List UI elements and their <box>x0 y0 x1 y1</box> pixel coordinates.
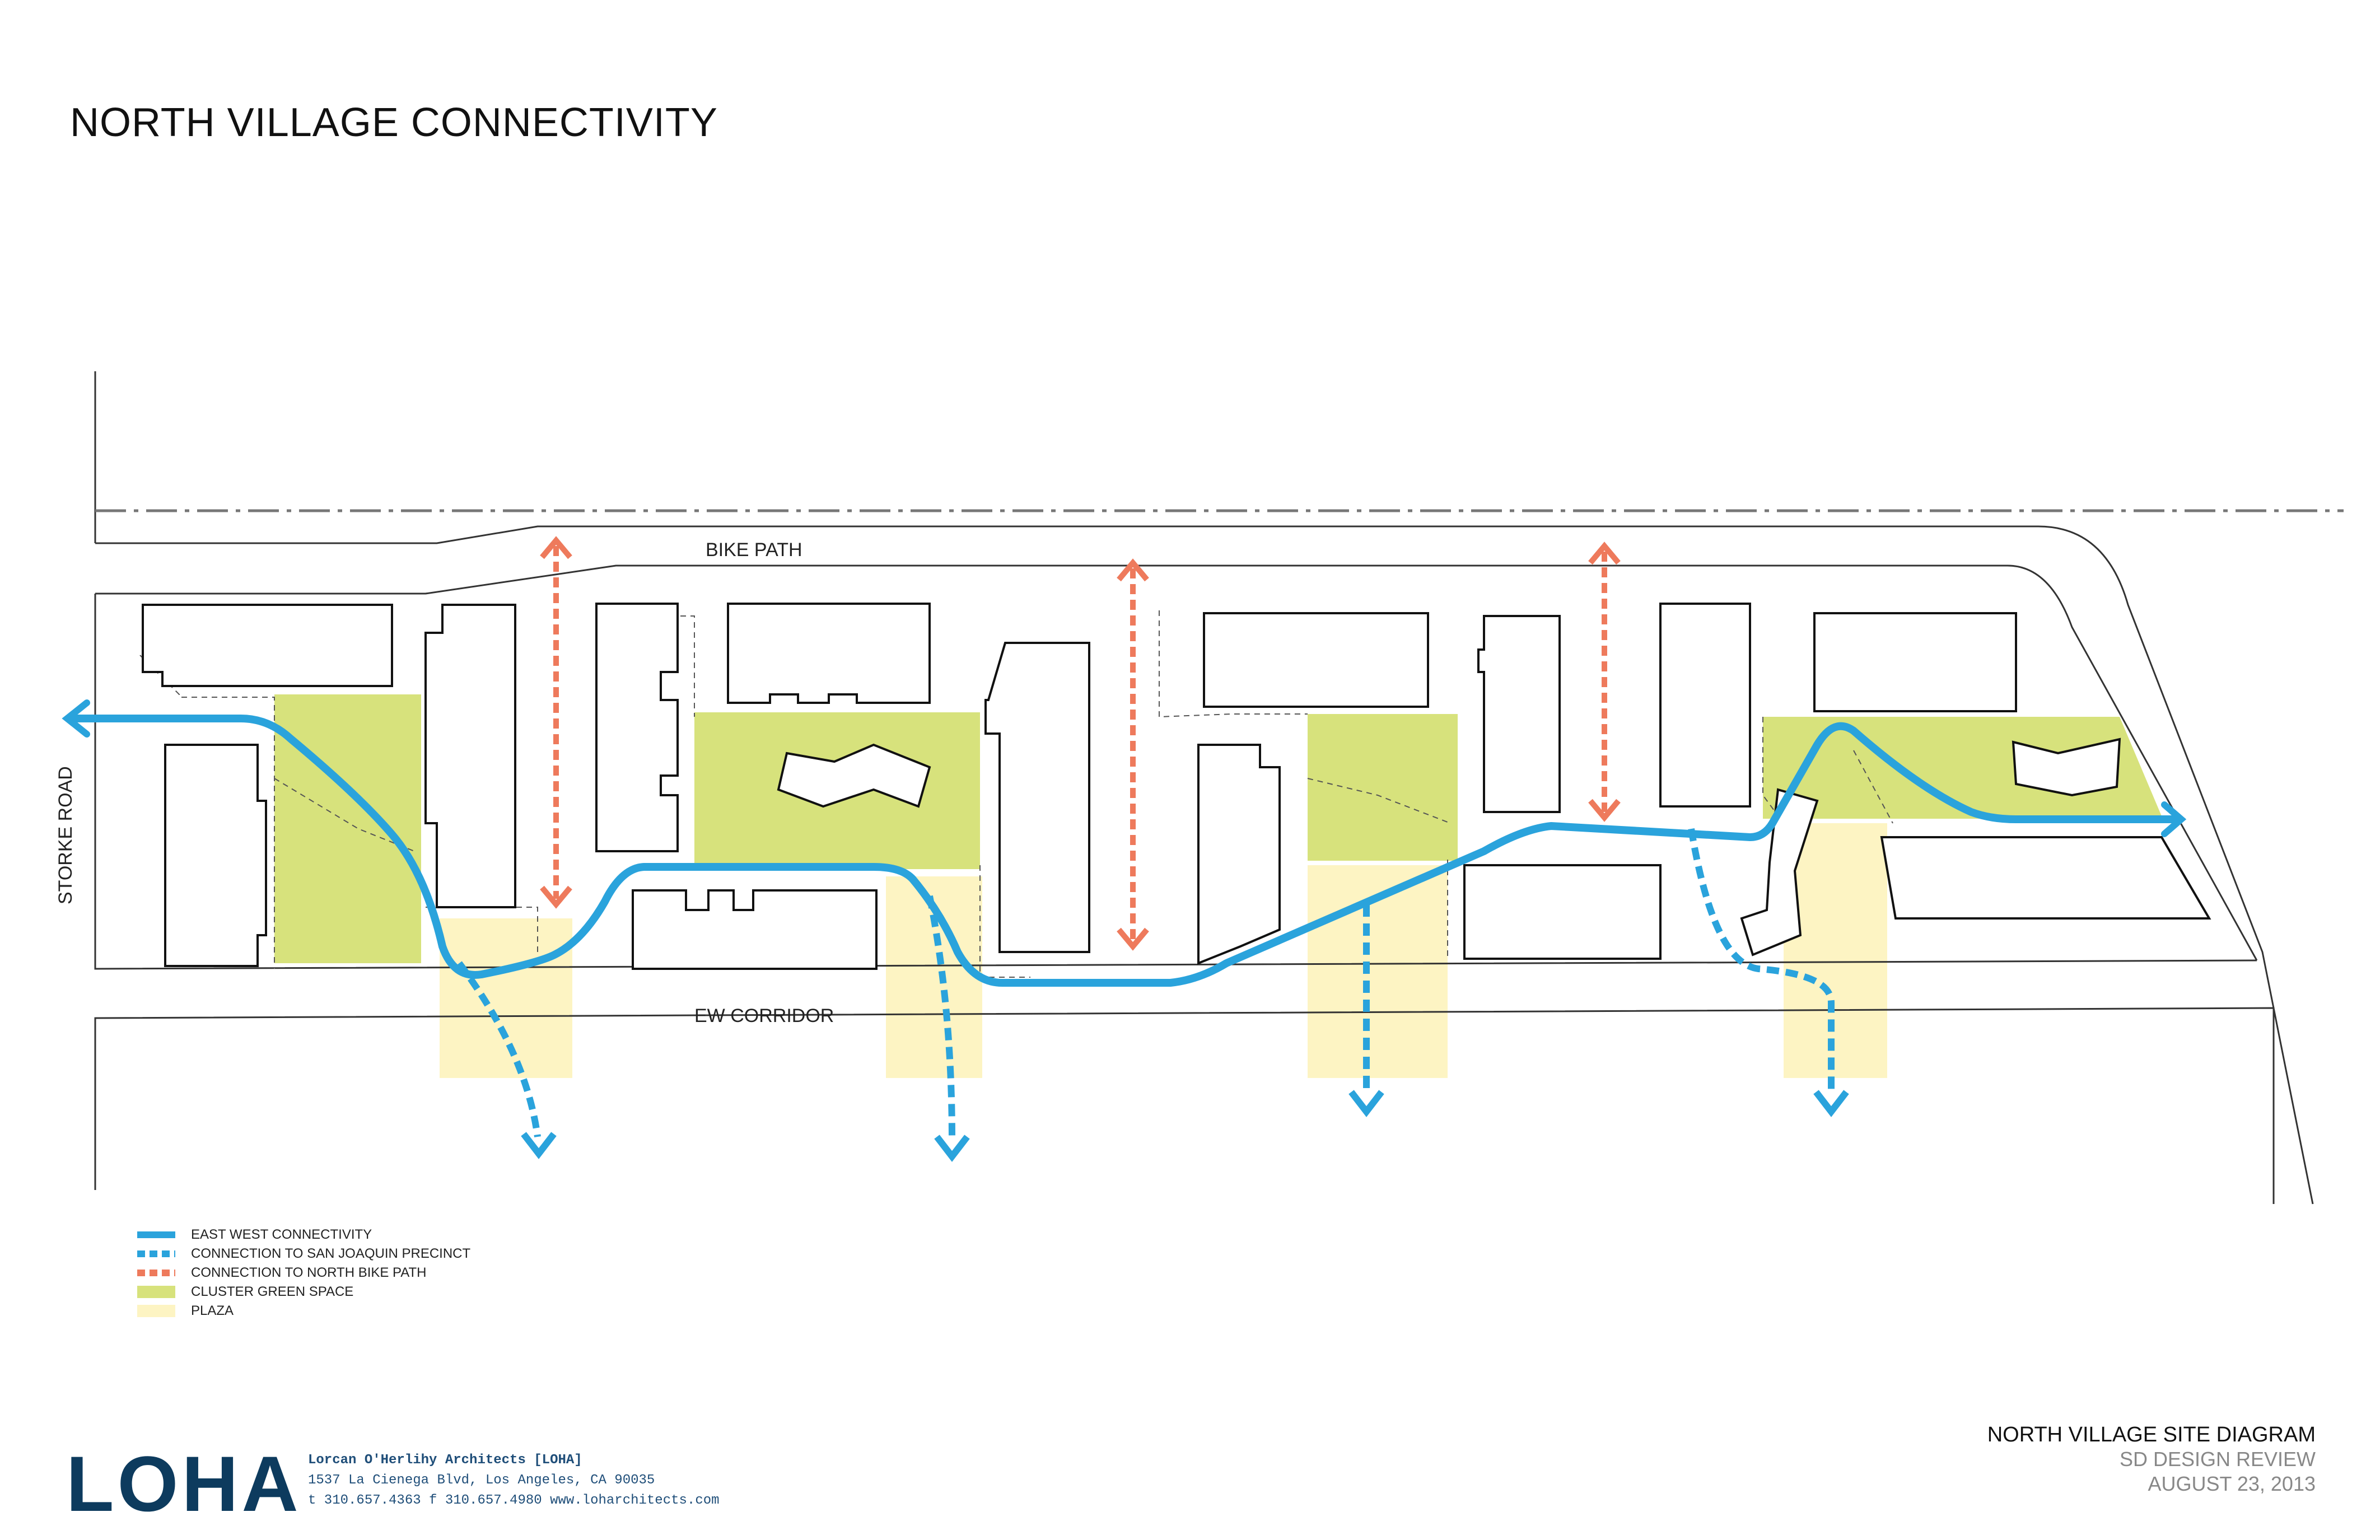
legend: EAST WEST CONNECTIVITY CONNECTION TO SAN… <box>137 1225 470 1320</box>
ew-corridor-label: EW CORRIDOR <box>694 1005 834 1026</box>
solid-line-swatch <box>137 1231 175 1238</box>
east-west-connectivity-line <box>66 715 2182 987</box>
sj-connection-1 <box>456 961 541 1137</box>
review-label: SD DESIGN REVIEW <box>2119 1448 2316 1471</box>
sj-connection-4 <box>1688 828 1835 1095</box>
bike-path-north-edge <box>95 525 2314 1205</box>
legend-label: PLAZA <box>191 1303 234 1318</box>
legend-item-north-bike: CONNECTION TO NORTH BIKE PATH <box>137 1263 470 1282</box>
legend-label: CONNECTION TO NORTH BIKE PATH <box>191 1265 427 1280</box>
building <box>1880 836 2211 920</box>
green-space-3 <box>1308 714 1458 861</box>
plaza-1 <box>440 918 572 1078</box>
firm-name: Lorcan O'Herlihy Architects [LOHA] <box>308 1453 582 1468</box>
blue-dashed-line-swatch <box>137 1250 175 1257</box>
site-boundaries <box>94 371 2344 1205</box>
san-joaquin-connections <box>456 828 1835 1140</box>
building <box>984 642 1090 953</box>
orange-dashed-line-swatch <box>137 1270 175 1276</box>
storke-road-label: STORKE ROAD <box>55 766 76 904</box>
building <box>1463 864 1662 960</box>
sheet-title: NORTH VILLAGE SITE DIAGRAM <box>1987 1423 2316 1446</box>
legend-label: CLUSTER GREEN SPACE <box>191 1284 354 1299</box>
building <box>1197 744 1281 965</box>
plaza-swatch <box>137 1305 175 1317</box>
building <box>142 604 393 687</box>
building <box>2012 738 2121 797</box>
building <box>727 603 931 704</box>
bike-path-south-edge <box>95 564 2258 961</box>
legend-item-east-west: EAST WEST CONNECTIVITY <box>137 1225 470 1244</box>
title-block: NORTH VILLAGE SITE DIAGRAM SD DESIGN REV… <box>1987 1422 2316 1496</box>
building <box>1203 612 1429 708</box>
san-joaquin-arrowheads <box>521 1090 1849 1162</box>
building <box>1740 788 1819 956</box>
building <box>1477 615 1561 813</box>
building <box>595 603 679 852</box>
bike-path-label: BIKE PATH <box>706 539 802 561</box>
north-bike-path-arrowheads <box>540 536 1621 951</box>
building <box>424 604 516 908</box>
building <box>1659 603 1751 808</box>
legend-label: CONNECTION TO SAN JOAQUIN PRECINCT <box>191 1246 471 1261</box>
plazas <box>440 823 1887 1078</box>
buildings <box>142 603 2211 970</box>
plaza-4 <box>1784 823 1887 1078</box>
north-bike-path-connections <box>553 546 1607 941</box>
building <box>777 743 931 808</box>
legend-item-plaza: PLAZA <box>137 1301 470 1320</box>
page-title: NORTH VILLAGE CONNECTIVITY <box>70 100 718 145</box>
firm-info: Lorcan O'Herlihy Architects [LOHA] 1537 … <box>308 1450 720 1511</box>
building <box>632 889 878 970</box>
legend-label: EAST WEST CONNECTIVITY <box>191 1227 372 1242</box>
sj-connection-2 <box>926 895 955 1140</box>
legend-item-green-space: CLUSTER GREEN SPACE <box>137 1282 470 1301</box>
east-west-arrowheads <box>62 699 2187 837</box>
building <box>1813 612 2017 712</box>
building <box>164 744 267 967</box>
loha-logo: LOHA <box>66 1440 302 1528</box>
date-label: AUGUST 23, 2013 <box>2148 1472 2316 1495</box>
green-swatch <box>137 1286 175 1298</box>
firm-contact: t 310.657.4363 f 310.657.4980 www.loharc… <box>308 1493 720 1508</box>
ew-corridor-south-edge <box>94 1007 2275 1204</box>
firm-address: 1537 La Cienega Blvd, Los Angeles, CA 90… <box>308 1473 655 1488</box>
legend-item-san-joaquin: CONNECTION TO SAN JOAQUIN PRECINCT <box>137 1244 470 1263</box>
green-space-1 <box>274 694 421 963</box>
